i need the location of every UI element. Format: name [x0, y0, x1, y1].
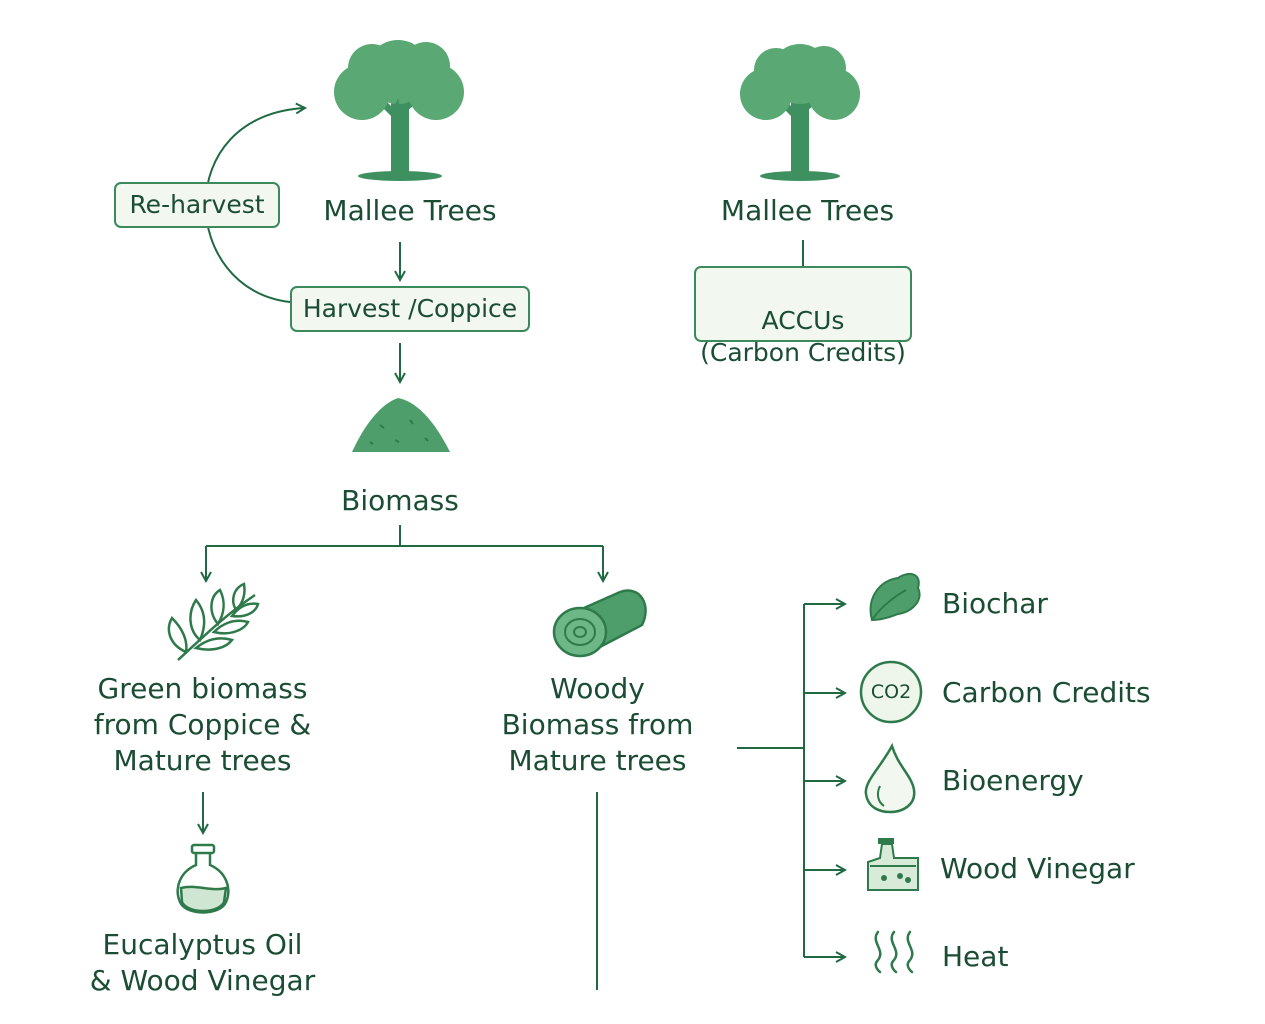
flask-icon: [176, 843, 230, 914]
harvest-coppice-box: Harvest /Coppice: [290, 286, 530, 332]
output-wood-vinegar: Wood Vinegar: [940, 852, 1135, 885]
output-heat: Heat: [942, 940, 1009, 973]
biomass-pile-icon: [352, 398, 450, 452]
mallee-trees-left-label: Mallee Trees: [323, 194, 497, 227]
droplet-icon: [864, 742, 916, 814]
eucalyptus-oil-label: Eucalyptus Oil & Wood Vinegar: [89, 928, 316, 997]
reharvest-box: Re-harvest: [114, 182, 280, 228]
factory-icon: [867, 838, 919, 891]
reharvest-label: Re-harvest: [129, 190, 265, 219]
output-carbon-credits: Carbon Credits: [942, 676, 1151, 709]
biomass-label: Biomass: [341, 484, 459, 517]
harvest-coppice-label: Harvest /Coppice: [302, 294, 518, 323]
biochar-leaf-icon: [869, 572, 921, 622]
woody-biomass-label: Woody Biomass from Mature trees: [501, 672, 694, 777]
tree-icon: [740, 44, 860, 181]
accus-label: ACCUs (Carbon Credits): [700, 306, 906, 367]
log-icon: [552, 589, 647, 658]
leaf-branch-icon: [167, 582, 260, 661]
green-biomass-label: Green biomass from Coppice & Mature tree…: [93, 672, 312, 777]
heat-icon: [874, 930, 914, 974]
mallee-trees-right-label: Mallee Trees: [720, 194, 895, 227]
tree-icon: [334, 40, 464, 181]
output-bioenergy: Bioenergy: [942, 764, 1084, 797]
output-biochar: Biochar: [942, 587, 1048, 620]
accus-box: ACCUs (Carbon Credits): [694, 266, 912, 367]
co2-icon: [859, 660, 923, 724]
co2-badge: CO2: [870, 681, 912, 703]
